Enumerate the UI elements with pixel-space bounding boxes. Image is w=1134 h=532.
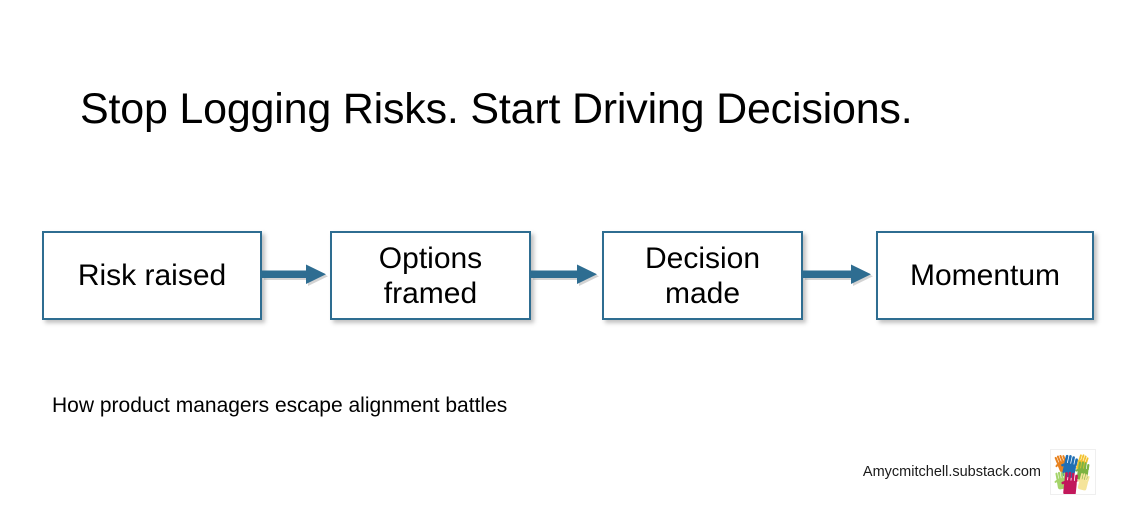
- flow-box-label: Risk raised: [77, 259, 227, 292]
- colorful-hands-logo-icon: [1050, 449, 1096, 495]
- flow-box-risk-raised[interactable]: Risk raised: [42, 231, 262, 320]
- page-title: Stop Logging Risks. Start Driving Decisi…: [80, 85, 913, 133]
- arrow-risk-to-options-icon: [262, 261, 330, 291]
- arrow-decision-to-momentum-icon: [803, 261, 876, 291]
- flow-box-decision-made[interactable]: Decision made: [602, 231, 803, 320]
- footer-url-text[interactable]: Amycmitchell.substack.com: [862, 464, 1041, 480]
- flow-box-label: Decision made: [644, 241, 761, 310]
- flow-box-label: Options framed: [378, 241, 483, 310]
- flow-box-momentum[interactable]: Momentum: [876, 231, 1094, 320]
- process-flow-diagram: Risk raised Options framed: [0, 231, 1134, 323]
- flow-box-options-framed[interactable]: Options framed: [330, 231, 531, 320]
- subtitle-caption: How product managers escape alignment ba…: [52, 394, 508, 417]
- footer: Amycmitchell.substack.com: [863, 448, 1096, 496]
- flow-box-label: Momentum: [909, 259, 1061, 292]
- arrow-options-to-decision-icon: [531, 261, 602, 291]
